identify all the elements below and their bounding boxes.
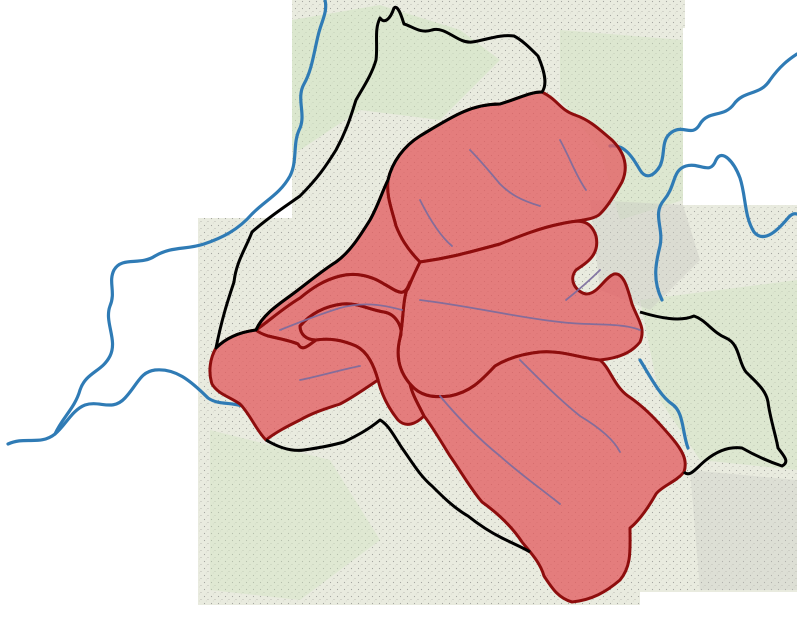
river-east-lower	[638, 358, 690, 450]
river	[6, 0, 797, 450]
river-west-branch	[53, 0, 328, 436]
river-east	[608, 52, 797, 178]
study-area-boundary-east	[639, 310, 788, 476]
tributaries	[279, 139, 641, 505]
sub-basin-6	[208, 328, 380, 442]
river-east-south	[654, 153, 797, 302]
sub-basin-3	[408, 350, 687, 604]
study-area-boundary-south	[265, 418, 531, 554]
study-area-boundary	[214, 5, 547, 350]
